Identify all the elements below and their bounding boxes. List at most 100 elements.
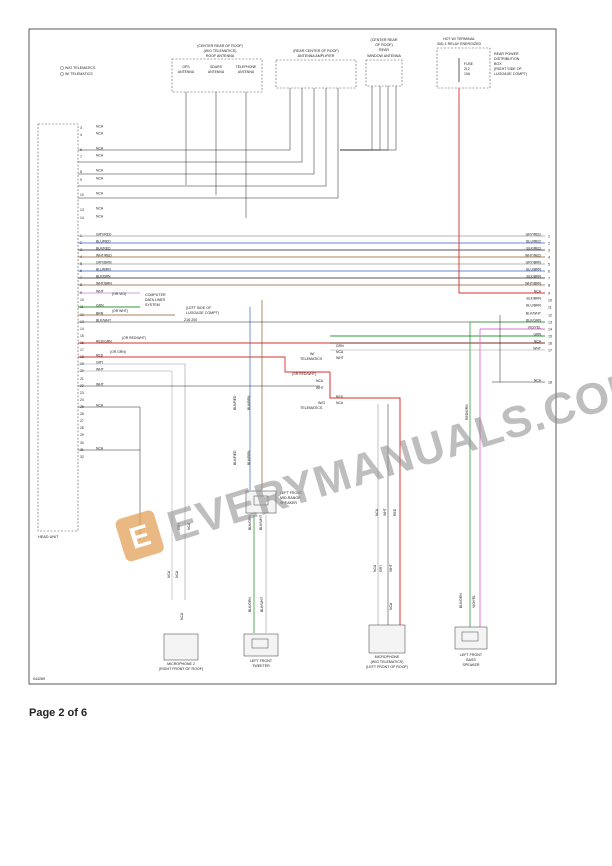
legend-wo-telematics: W/O TELEMATICS (65, 66, 96, 70)
vertical-wire-label: BLK/GRN (459, 593, 463, 608)
head-unit-pin-number: 21 (80, 377, 84, 381)
head-unit-pin-number: 9 (80, 291, 82, 295)
vertical-wire-label: VIO/YEL (472, 595, 476, 608)
svg-text:TWEETER: TWEETER (252, 664, 270, 668)
svg-text:(OR GRN): (OR GRN) (110, 350, 126, 354)
amplifier-lead (78, 88, 303, 163)
svg-text:COMPUTER: COMPUTER (145, 293, 166, 297)
vertical-wire-label: BLK/WHT (260, 597, 264, 612)
right-wire-label: WHT/BRN (525, 282, 541, 286)
head-unit-pin-number: 29 (80, 433, 84, 437)
antenna-wires (78, 86, 397, 218)
head-unit-pin-number: 13 (80, 208, 84, 212)
head-unit-wire-label: GRY/BRN (96, 261, 112, 265)
svg-text:ANTENNA: ANTENNA (238, 70, 255, 74)
right-wire-label: BLK/GRN (526, 319, 541, 323)
vertical-wire-label: RED (393, 508, 397, 516)
left-front-mid-range-speaker: LEFT FRONT MID-RANGE SPEAKER (245, 490, 303, 514)
amplifier-lead (78, 88, 291, 151)
roof-antenna: (CENTER REAR OF ROOF) (W/O TELEMATICS) R… (171, 44, 263, 93)
amplifier-lead (78, 88, 339, 199)
head-unit-wire-label: NCA (96, 192, 104, 196)
head-unit-wire-label: RED (96, 354, 104, 358)
svg-text:(REAR CENTER OF ROOF): (REAR CENTER OF ROOF) (293, 49, 339, 53)
head-unit-wire-label: BLU/RED (96, 240, 111, 244)
head-unit-wire-label: NCA (96, 404, 104, 408)
svg-text:LEFT FRONT: LEFT FRONT (460, 653, 483, 657)
svg-text:(LEFT FRONT OF ROOF): (LEFT FRONT OF ROOF) (366, 665, 408, 669)
head-unit: HEAD UNIT (37, 123, 79, 539)
right-pin-labels: 1GRY/RED2BLU/RED3BLK/RED4WHT/RED5GRY/BRN… (525, 233, 552, 385)
head-unit-pin-number: 23 (80, 391, 84, 395)
vertical-wire-label: BLK/RED (233, 450, 237, 465)
head-unit-pin-number: 4 (80, 133, 82, 137)
head-unit-pin-number: 7 (80, 155, 82, 159)
svg-text:(CENTER REAR: (CENTER REAR (371, 38, 398, 42)
watermark-text: EVERYMANUALS.COM (162, 359, 612, 552)
right-pin-number: 10 (548, 299, 552, 303)
head-unit-pin-number: 28 (80, 426, 84, 430)
nca-wire (78, 406, 141, 540)
svg-text:(OR WHT): (OR WHT) (112, 309, 128, 313)
head-unit-pin-number: 7 (80, 276, 82, 280)
head-unit-pin-number: 15 (80, 334, 84, 338)
vertical-wire-label: NCA (180, 612, 184, 620)
svg-text:(OR RED/WHT): (OR RED/WHT) (292, 372, 316, 376)
right-pin-number: 17 (548, 349, 552, 353)
head-unit-pin-number: 6 (80, 269, 82, 273)
svg-text:10A: 10A (464, 72, 471, 76)
right-wire-label: VIO/YEL (528, 326, 541, 330)
watermark: E EVERYMANUALS.COM (115, 359, 612, 562)
left-front-bass-speaker: LEFT FRONT BASS SPEAKER (454, 626, 488, 667)
head-unit-pin-number: 2 (80, 241, 82, 245)
vertical-wire-label: NCA (187, 522, 191, 530)
wht-wire (78, 370, 173, 600)
head-unit-pin-number: 22 (80, 384, 84, 388)
right-wire-label: BLU/BRN (526, 304, 541, 308)
head-unit-pin-number: 26 (80, 412, 84, 416)
head-unit-pin-number: 4 (80, 255, 82, 259)
head-unit-pin-number: 16 (80, 341, 84, 345)
head-unit-wire-label: NCA (96, 154, 104, 158)
svg-text:ANTENNA: ANTENNA (208, 70, 225, 74)
svg-text:TELEMATICS: TELEMATICS (300, 357, 323, 361)
head-unit-pin-number: 8 (80, 283, 82, 287)
svg-text:NCA: NCA (316, 379, 324, 383)
wire-notes: (OR VIO) (OR WHT) (OR RED/WHT) (OR GRN) … (110, 292, 316, 376)
head-unit-pin-number: 31 (80, 448, 84, 452)
svg-text:ROOF ANTENNA: ROOF ANTENNA (206, 54, 235, 58)
right-wire-label: BLU/RED (526, 240, 541, 244)
vertical-wire-label: NCA (375, 508, 379, 516)
head-unit-wire-label: WHT/RED (96, 254, 112, 258)
svg-text:(RIGHT SIDE OF: (RIGHT SIDE OF (494, 67, 522, 71)
head-unit-wire-label: NCA (96, 215, 104, 219)
right-pin-number: 13 (548, 321, 552, 325)
microphone-2: MICROPHONE 2 (RIGHT FRONT OF ROOF) (159, 633, 203, 671)
head-unit-wire-label: GRN (96, 304, 104, 308)
vertical-wire-label: WHT (383, 508, 387, 516)
rear-power-distribution-box: HOT W/ TERMINAL 30D-1 RELAY ENERGIZED FU… (436, 37, 527, 89)
vertical-wire-label: NCA (373, 564, 377, 572)
head-unit-pin-number: 5 (80, 262, 82, 266)
head-unit-pin-number: 11 (80, 305, 84, 309)
fuse-feed-wire (458, 88, 545, 294)
rear-window-lead (340, 86, 381, 151)
diagram-frame (28, 28, 557, 685)
svg-text:WINDOW ANTENNA: WINDOW ANTENNA (367, 54, 401, 58)
head-unit-pin-number: 3 (80, 248, 82, 252)
head-unit-wire-label: NCA (96, 177, 104, 181)
ground-point: (LEFT SIDE OF LUGGAGE COMPT) Z16 200 (184, 306, 219, 322)
svg-text:LEFT FRONT: LEFT FRONT (250, 659, 273, 663)
svg-text:LUGGAGE COMPT): LUGGAGE COMPT) (186, 311, 219, 315)
svg-text:30D-1 RELAY ENERGIZED: 30D-1 RELAY ENERGIZED (437, 42, 482, 46)
watermark-logo: E (115, 510, 164, 562)
head-unit-pin-number: 17 (80, 348, 84, 352)
head-unit-pin-number: 14 (80, 216, 84, 220)
svg-text:BOX: BOX (494, 62, 502, 66)
head-unit-wire-label: BLU/BRN (96, 268, 111, 272)
vertical-wire-label: WHT (389, 564, 393, 572)
svg-text:LEFT FRONT: LEFT FRONT (280, 491, 303, 495)
head-unit-pin-number: 10 (80, 298, 84, 302)
computer-data-lines: COMPUTER DATA LINES SYSTEM (145, 293, 166, 307)
head-unit-wire-label: WHT (96, 368, 104, 372)
